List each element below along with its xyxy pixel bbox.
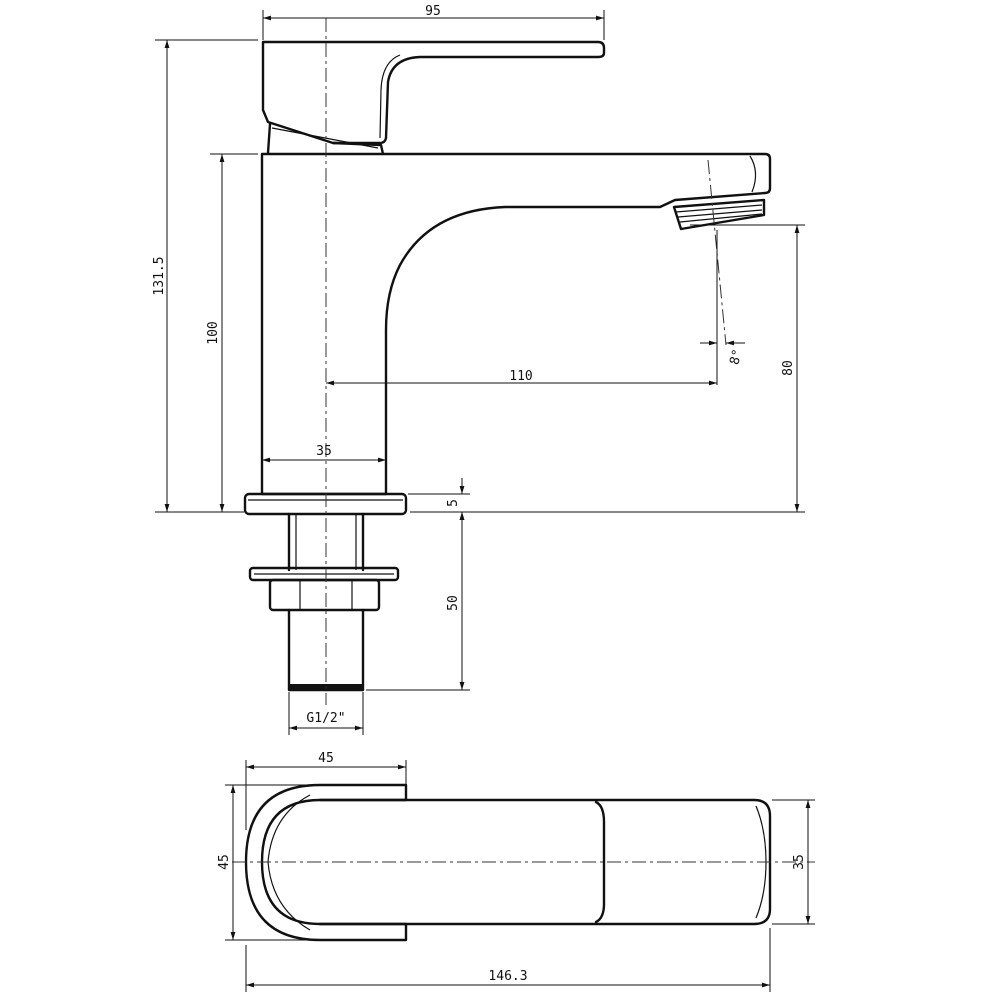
handle-lever — [261, 40, 606, 145]
dim-label-shank-length: 50 — [446, 595, 461, 611]
dim-label-spout-reach: 110 — [509, 369, 532, 384]
dim-label-total-height: 131.5 — [152, 256, 167, 295]
dim-label-top-width: 95 — [425, 4, 441, 19]
dim-label-total-length: 146.3 — [488, 969, 527, 984]
plan-view — [232, 783, 815, 942]
dim-label-base-thickness: 5 — [446, 499, 461, 507]
faucet-body — [260, 152, 772, 496]
dim-label-plan-width: 45 — [318, 751, 334, 766]
dimension-body-width: 35 — [262, 444, 386, 463]
aerator — [672, 198, 766, 231]
dimension-thread: G1/2" — [288, 692, 364, 735]
mounting-shank — [248, 512, 400, 692]
dim-label-thread: G1/2" — [306, 711, 345, 726]
dim-label-spout-angle: 8° — [727, 348, 746, 367]
dimension-total-height: 131.5 — [152, 39, 258, 513]
plan-handle-outline — [244, 783, 408, 942]
dimension-spout-reach: 110 — [326, 369, 717, 386]
side-elevation-view — [243, 18, 772, 705]
dim-label-outlet-height: 80 — [781, 360, 796, 376]
dimension-shank-length: 50 — [366, 512, 470, 691]
dimension-total-length: 146.3 — [245, 928, 771, 992]
dim-label-spout-width: 35 — [792, 854, 807, 870]
dimension-top-width: 95 — [262, 4, 605, 40]
spout-centerline — [707, 159, 727, 346]
dimension-base-thickness: 5 — [408, 478, 470, 528]
dimension-outlet-height: 80 — [410, 224, 805, 513]
dim-label-body-width: 35 — [316, 444, 332, 459]
dimension-plan-width: 45 — [245, 751, 407, 830]
dim-label-body-height: 100 — [206, 321, 221, 344]
dim-label-plan-depth: 45 — [217, 854, 232, 870]
dimension-spout-angle: 8° — [700, 230, 746, 385]
handle-lever-inner — [379, 54, 401, 139]
handle-base — [266, 122, 385, 156]
dimension-body-height: 100 — [206, 153, 258, 512]
dimension-spout-width: 35 — [772, 799, 815, 925]
dimension-plan-depth: 45 — [217, 784, 320, 941]
